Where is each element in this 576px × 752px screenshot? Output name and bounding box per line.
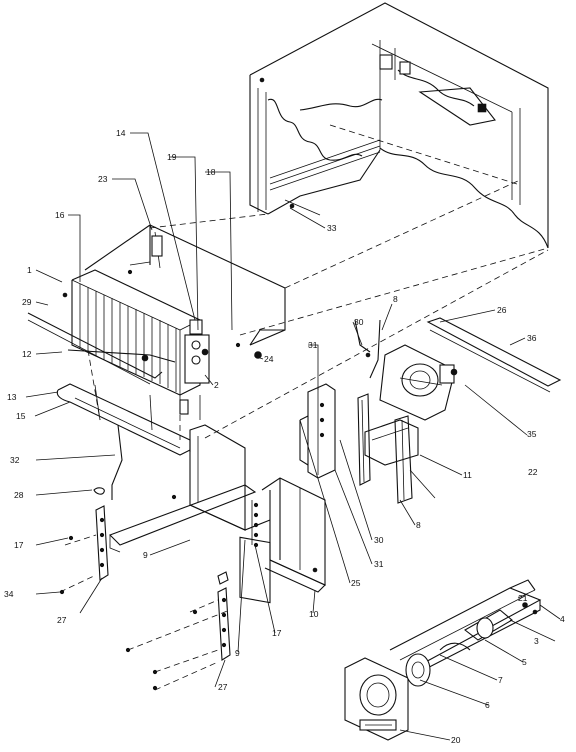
callout-1: 1 <box>27 265 32 275</box>
screw <box>171 494 177 500</box>
projection-line <box>329 124 521 186</box>
callout-11: 11 <box>463 470 472 480</box>
duct-seal <box>357 393 371 486</box>
drain-wire <box>111 424 123 500</box>
callout-18: 18 <box>206 167 216 177</box>
callout-10: 10 <box>309 609 319 619</box>
callout-28: 28 <box>14 490 24 500</box>
screw <box>125 647 131 653</box>
callout-2: 2 <box>214 380 219 390</box>
callout-17-left: 17 <box>14 540 24 550</box>
callout-8-top: 8 <box>393 294 398 304</box>
screw <box>68 535 74 541</box>
callout-5: 5 <box>522 657 527 667</box>
projection-line <box>87 349 101 421</box>
callout-20: 20 <box>451 735 461 745</box>
projection-line <box>154 649 219 673</box>
callout-36: 36 <box>527 333 537 343</box>
duct-cover <box>364 419 419 466</box>
callout-31-top: 31 <box>308 340 318 350</box>
left-bracket <box>95 505 109 581</box>
lower-bracket <box>217 571 231 661</box>
callout-labels: 1 2 3 4 5 6 7 8 8 9 9 10 11 12 13 14 15 … <box>4 128 565 745</box>
defrost-heater-wire <box>27 319 151 385</box>
callout-12: 12 <box>22 349 32 359</box>
callout-27-bottom: 27 <box>218 682 228 692</box>
support-rail <box>426 317 562 387</box>
callout-9-bottom: 9 <box>235 648 240 658</box>
drain-trough <box>56 383 191 456</box>
projection-line <box>127 609 231 651</box>
callout-4: 4 <box>560 614 565 624</box>
callout-29: 29 <box>22 297 32 307</box>
callout-6: 6 <box>485 700 490 710</box>
screw <box>254 351 262 359</box>
damper-assembly <box>379 344 458 421</box>
base-strip <box>109 484 257 546</box>
defrost-heater <box>27 312 163 379</box>
fan-assembly <box>344 579 542 741</box>
callout-31-bottom: 31 <box>374 559 384 569</box>
evaporator-coil <box>71 269 210 396</box>
callout-8-bottom: 8 <box>416 520 421 530</box>
callout-9-left: 9 <box>143 550 148 560</box>
callout-25: 25 <box>351 578 361 588</box>
callout-23: 23 <box>98 174 108 184</box>
leader-lines <box>25 132 561 741</box>
screw <box>152 685 158 691</box>
screw <box>62 292 68 298</box>
screw <box>152 669 158 675</box>
projection-line <box>239 247 549 336</box>
screw <box>93 487 105 495</box>
callout-34: 34 <box>4 589 14 599</box>
callout-17-bottom: 17 <box>272 628 282 638</box>
callout-32: 32 <box>10 455 20 465</box>
callout-14: 14 <box>116 128 126 138</box>
callout-26: 26 <box>497 305 507 315</box>
callout-7: 7 <box>498 675 503 685</box>
callout-13: 13 <box>7 392 17 402</box>
callout-30-top: 30 <box>354 317 364 327</box>
callout-24: 24 <box>264 354 274 364</box>
screw <box>235 342 241 348</box>
callout-33: 33 <box>327 223 337 233</box>
callout-19: 19 <box>167 152 177 162</box>
air-duct <box>299 383 336 479</box>
projection-line <box>149 213 269 229</box>
screw <box>59 589 65 595</box>
callout-15: 15 <box>16 411 26 421</box>
cabinet-shell <box>249 2 549 249</box>
callout-21: 21 <box>518 593 528 603</box>
callout-35-visible: 35 <box>527 429 537 439</box>
callout-27-left: 27 <box>57 615 67 625</box>
rod <box>369 319 381 379</box>
callout-30-bottom: 30 <box>374 535 384 545</box>
callout-22: 22 <box>528 467 538 477</box>
screw <box>127 269 133 275</box>
projection-line <box>204 249 549 439</box>
projection-line <box>284 179 521 289</box>
rear-duct-panel <box>189 424 326 604</box>
callout-16: 16 <box>55 210 65 220</box>
evaporator-housing <box>84 224 286 346</box>
rod <box>354 319 371 353</box>
projection-line <box>59 574 97 593</box>
callout-3: 3 <box>534 636 539 646</box>
screw <box>192 609 198 615</box>
projection-line <box>64 534 97 546</box>
projection-line <box>154 661 219 691</box>
tube <box>67 349 176 363</box>
